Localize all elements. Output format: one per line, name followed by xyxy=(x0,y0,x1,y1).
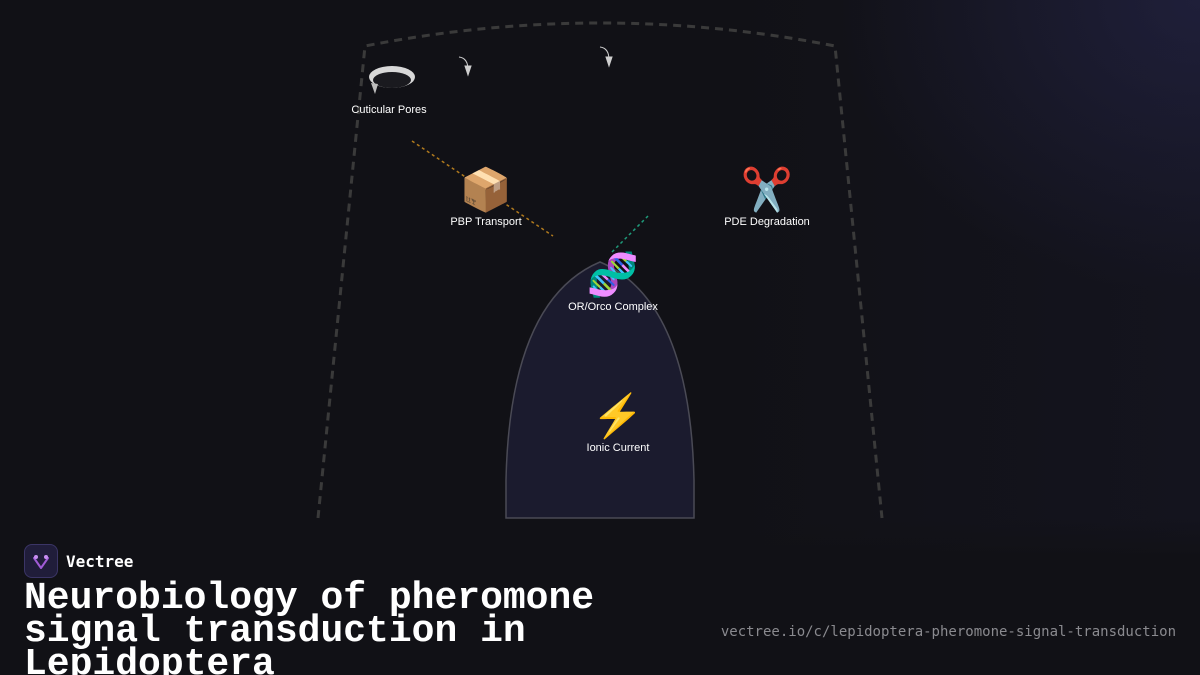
node-ionic-current: ⚡ Ionic Current xyxy=(587,392,650,454)
entry-arrow-right xyxy=(599,46,613,68)
link-pores-to-pbp xyxy=(411,140,554,237)
node-label: OR/Orco Complex xyxy=(568,301,658,313)
pore-ring-icon xyxy=(369,66,415,94)
node-label: PDE Degradation xyxy=(724,216,810,228)
source-url[interactable]: vectree.io/c/lepidoptera-pheromone-signa… xyxy=(720,624,1176,640)
dna-icon: 🧬 xyxy=(586,251,640,298)
node-label: PBP Transport xyxy=(450,216,522,228)
scissors-icon: ✂️ xyxy=(740,166,794,213)
node-label: Ionic Current xyxy=(586,442,650,454)
lightning-icon: ⚡ xyxy=(591,392,645,439)
sensillum-wall xyxy=(316,21,884,519)
vectree-logo-icon xyxy=(24,544,58,578)
node-pde-degradation: ✂️ PDE Degradation xyxy=(724,166,810,228)
node-pbp-transport: 📦 PBP Transport xyxy=(450,166,521,228)
node-label: Cuticular Pores xyxy=(351,104,427,116)
brand[interactable]: Vectree xyxy=(24,544,133,578)
dendrite xyxy=(505,261,695,519)
footer xyxy=(0,518,1200,675)
node-cuticular-pores: Cuticular Pores xyxy=(351,102,426,116)
package-icon: 📦 xyxy=(459,166,513,213)
brand-name: Vectree xyxy=(66,551,134,571)
node-or-orco-complex: 🧬 OR/Orco Complex xyxy=(568,251,658,313)
page-title: Neurobiology of pheromone signal transdu… xyxy=(24,577,595,675)
entry-arrow-left xyxy=(458,56,472,77)
link-or-to-pde xyxy=(611,215,649,253)
